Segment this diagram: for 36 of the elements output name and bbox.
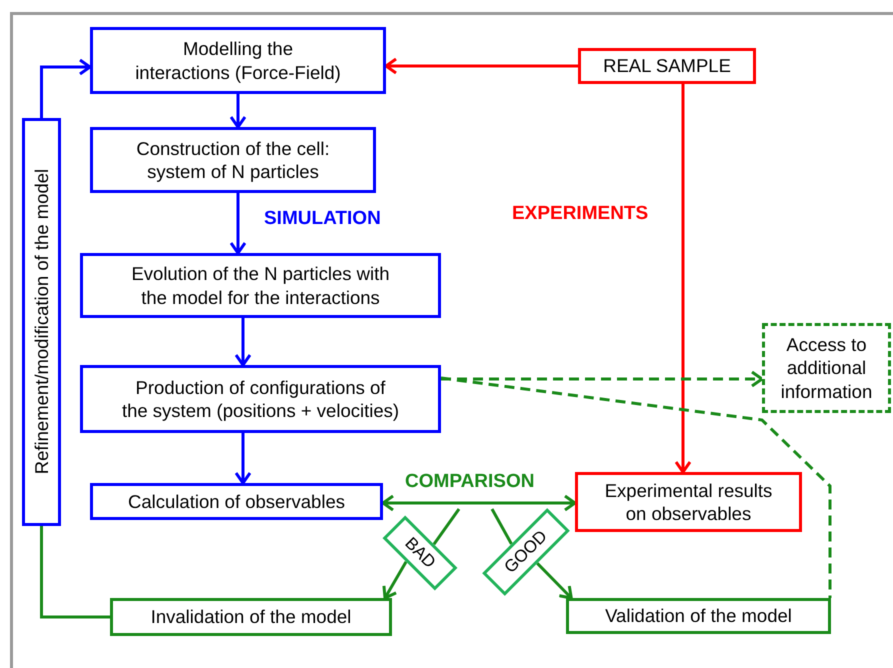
node-text: Validation of the model: [605, 604, 792, 628]
connector-line: [40, 526, 110, 618]
node-text: Construction of the cell: system of N particles: [135, 136, 331, 184]
node-text: REAL SAMPLE: [603, 54, 731, 78]
node-text: Refinement/modification of the model: [30, 169, 53, 475]
arrow: [674, 84, 692, 474]
info-box: [762, 323, 891, 413]
outcome-box: [566, 598, 831, 634]
arrow: [234, 318, 252, 366]
process-box: [80, 365, 441, 433]
arrow: [382, 560, 408, 600]
node-text: Evolution of the N particles with the model for the interactions: [130, 262, 391, 309]
process-box: [90, 483, 383, 520]
node-text: Modelling the interactions (Force-Field): [134, 37, 342, 84]
connector-line: [490, 508, 513, 545]
result-box: [575, 472, 802, 532]
arrow: [40, 58, 92, 118]
node-text: Production of configurations of the system (positions + velocities): [120, 376, 400, 422]
sample-box: [578, 48, 756, 84]
node-text: Calculation of observables: [128, 490, 345, 514]
arrow: [230, 94, 246, 128]
process-box: [90, 27, 386, 94]
outcome-box: [110, 598, 392, 636]
node-text: Invalidation of the model: [150, 605, 352, 629]
arrow: [382, 494, 576, 512]
node-text: Access to additional information: [780, 333, 874, 403]
node-text: Experimental results on observables: [604, 478, 774, 526]
dashed-arrow: [441, 370, 764, 388]
arrow: [536, 562, 573, 600]
process-box: [90, 127, 376, 193]
arrow: [234, 433, 252, 484]
process-box: [80, 253, 441, 318]
connector-line: [432, 508, 460, 546]
refinement-box: [22, 118, 61, 526]
arrow: [230, 193, 246, 254]
arrow: [384, 58, 578, 74]
